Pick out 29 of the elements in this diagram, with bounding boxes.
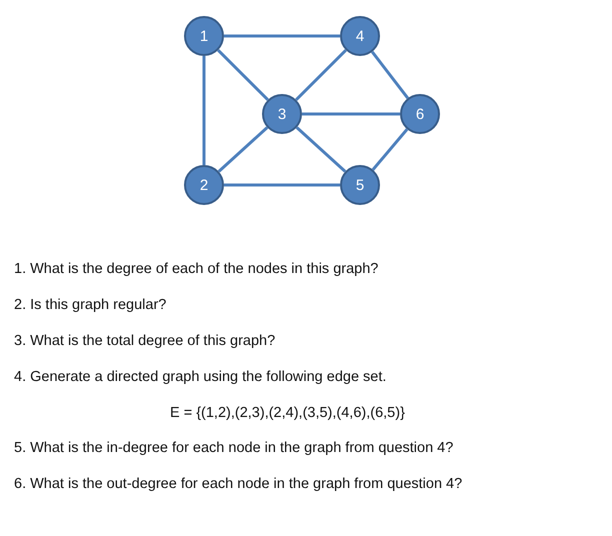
question-text: 2. Is this graph regular? (14, 297, 166, 313)
node-number: 2 (200, 176, 208, 194)
question-text: 6. What is the out-degree for each node in the graph from question 4? (14, 476, 462, 492)
graph-edge (372, 128, 408, 171)
question-text: 5. What is the in-degree for each node in the graph from question 4? (14, 440, 454, 456)
graph-node (340, 16, 380, 56)
question-text: 4. Generate a directed graph using the following edge set. (14, 369, 386, 385)
graph-node (262, 94, 302, 134)
graph-edge (295, 49, 347, 101)
node-number: 5 (356, 176, 364, 194)
question-text: 1. What is the degree of each of the nodes in this graph? (14, 261, 378, 277)
graph-edge (296, 126, 346, 173)
graph-node (340, 165, 380, 205)
graph-edge (218, 126, 268, 173)
node-number: 6 (416, 106, 424, 122)
edge-set-formula: E = {(1,2),(2,3),(2,4),(3,5),(4,6),(6,5)} (170, 405, 405, 421)
graph-edge (302, 112, 400, 116)
graph-node (400, 94, 440, 134)
graph-edge (224, 184, 340, 186)
node-number: 3 (278, 106, 286, 122)
node-number: 1 (200, 28, 208, 44)
graph-edge (224, 34, 340, 38)
graph-edge (371, 50, 409, 100)
graph-node (184, 165, 224, 205)
graph-edge (202, 56, 206, 165)
graph-node (184, 16, 224, 56)
node-number: 4 (356, 28, 364, 44)
question-text: 3. What is the total degree of this graph? (14, 333, 276, 349)
graph-edge (217, 49, 269, 101)
